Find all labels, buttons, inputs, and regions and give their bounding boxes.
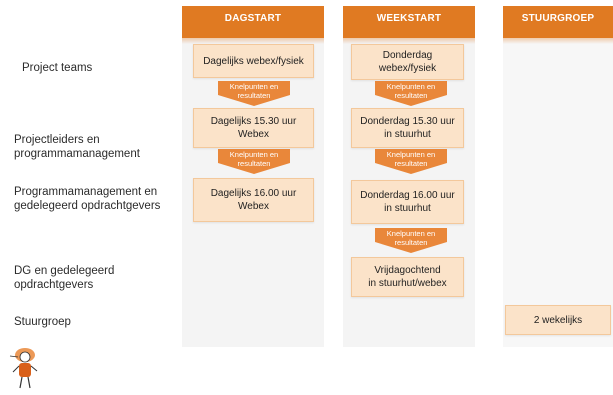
row-label-line: Stuurgroep xyxy=(14,316,71,328)
box-line: Webex xyxy=(238,201,269,212)
row-label-projectleiders: Projectleiders en programmamanagement xyxy=(14,133,140,161)
box-line: Donderdag xyxy=(382,50,433,61)
box-line: in stuurhut xyxy=(384,203,431,214)
row-label-line: Programmamanagement en xyxy=(14,186,158,198)
row-label-project-teams: Project teams xyxy=(22,61,92,75)
arrow-label-line: Knelpunten en xyxy=(386,150,436,159)
arrow-label-line: Knelpunten en xyxy=(229,150,279,159)
down-arrow-icon xyxy=(218,149,290,174)
down-arrow-icon xyxy=(375,149,447,174)
weekstart-box-dg: Vrijdagochtend in stuurhut/webex xyxy=(351,257,464,297)
weekstart-box-programmamanagement: Donderdag 16.00 uur in stuurhut xyxy=(351,180,464,224)
dagstart-box-projectleiders: Dagelijks 15.30 uur Webex xyxy=(193,108,314,148)
row-label-line: Project teams xyxy=(22,62,93,74)
stuurgroep-column-band xyxy=(503,38,613,347)
box-line: in stuurhut/webex xyxy=(368,278,447,289)
arrow-label-line: resultaten xyxy=(394,159,428,168)
down-arrow-icon xyxy=(375,228,447,253)
row-label-dg: DG en gedelegeerd opdrachtgevers xyxy=(14,264,114,292)
box-line: webex/fysiek xyxy=(378,63,437,74)
weekstart-box-project-teams: Donderdag webex/fysiek xyxy=(351,44,464,80)
row-label-line: opdrachtgevers xyxy=(14,279,94,291)
weekstart-box-projectleiders: Donderdag 15.30 uur in stuurhut xyxy=(351,108,464,148)
dagstart-box-project-teams: Dagelijks webex/fysiek xyxy=(193,44,314,78)
arrow-label-line: resultaten xyxy=(237,159,271,168)
row-label-stuurgroep: Stuurgroep xyxy=(14,315,71,329)
arrow-label-line: resultaten xyxy=(237,91,271,100)
row-label-line: gedelegeerd opdrachtgevers xyxy=(14,200,161,212)
weekstart-header: WEEKSTART xyxy=(343,6,475,44)
down-arrow-icon xyxy=(218,81,290,106)
box-line: Dagelijks webex/fysiek xyxy=(203,55,304,67)
box-line: Dagelijks 16.00 uur xyxy=(210,188,297,199)
arrow-label-line: resultaten xyxy=(394,238,428,247)
box-line: Webex xyxy=(238,129,269,140)
down-arrow-icon xyxy=(375,81,447,106)
box-line: Donderdag 15.30 uur xyxy=(360,116,455,127)
stuurgroep-header: STUURGROEP xyxy=(503,6,613,44)
mascot-figure-icon xyxy=(9,348,38,389)
box-line: 2 wekelijks xyxy=(533,314,583,326)
row-label-programmamanagement: Programmamanagement en gedelegeerd opdra… xyxy=(14,185,160,213)
box-line: in stuurhut xyxy=(384,129,431,140)
box-line: Vrijdagochtend xyxy=(374,265,441,276)
stuurgroep-box: 2 wekelijks xyxy=(505,305,611,335)
row-label-line: Projectleiders en xyxy=(14,134,100,146)
dagstart-box-programmamanagement: Dagelijks 16.00 uur Webex xyxy=(193,178,314,222)
arrow-label-line: Knelpunten en xyxy=(386,229,436,238)
box-line: Donderdag 16.00 uur xyxy=(360,190,455,201)
arrow-label-line: Knelpunten en xyxy=(229,82,279,91)
row-label-line: DG en gedelegeerd xyxy=(14,265,115,277)
dagstart-header: DAGSTART xyxy=(182,6,324,44)
arrow-label-line: Knelpunten en xyxy=(386,82,436,91)
arrow-label-line: resultaten xyxy=(394,91,428,100)
row-label-line: programmamanagement xyxy=(14,148,140,160)
box-line: Dagelijks 15.30 uur xyxy=(210,116,297,127)
